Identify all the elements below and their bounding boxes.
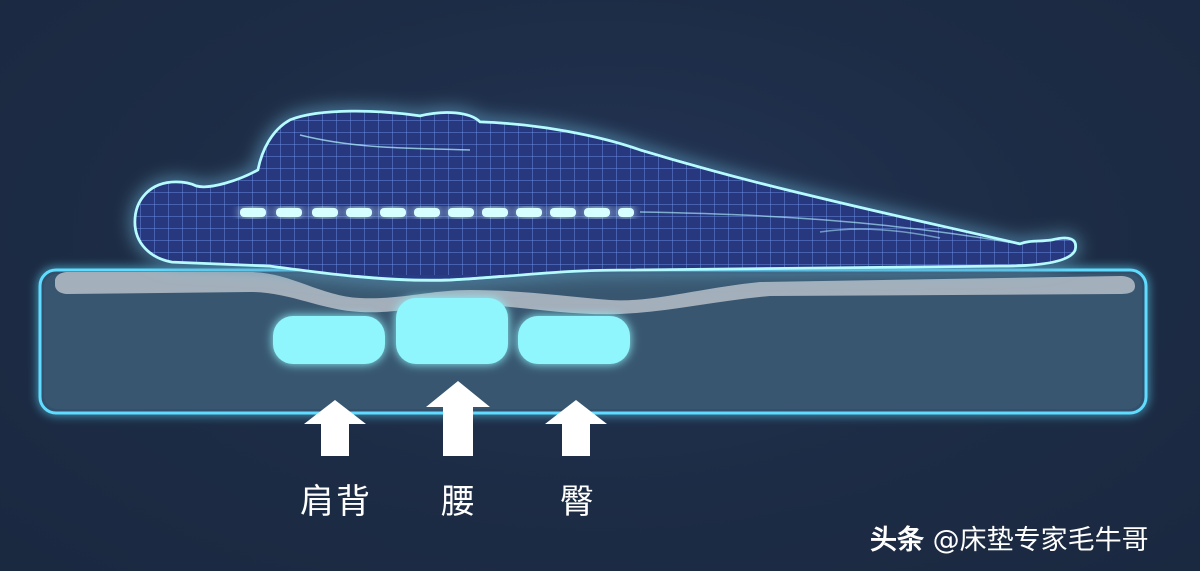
waist-label: 腰 bbox=[441, 482, 477, 522]
up-arrow-icon bbox=[545, 400, 607, 456]
comfort-layer bbox=[55, 272, 1135, 315]
hip-support-pad bbox=[518, 316, 630, 364]
up-arrow-icon bbox=[304, 400, 366, 456]
shoulder-back-label: 肩背 bbox=[300, 482, 372, 522]
watermark-brand: 头条 bbox=[870, 525, 924, 556]
hip-label: 臀 bbox=[560, 482, 596, 522]
waist-support-pad bbox=[396, 298, 508, 364]
watermark: 头条 @床垫专家毛牛哥 bbox=[870, 518, 1149, 557]
support-pads bbox=[273, 298, 630, 364]
shoulder-support-pad bbox=[273, 316, 385, 364]
up-arrow-icon bbox=[426, 381, 490, 456]
human-body-mesh bbox=[133, 109, 1078, 282]
watermark-handle: @床垫专家毛牛哥 bbox=[932, 525, 1149, 556]
spine-alignment-line bbox=[240, 208, 634, 217]
